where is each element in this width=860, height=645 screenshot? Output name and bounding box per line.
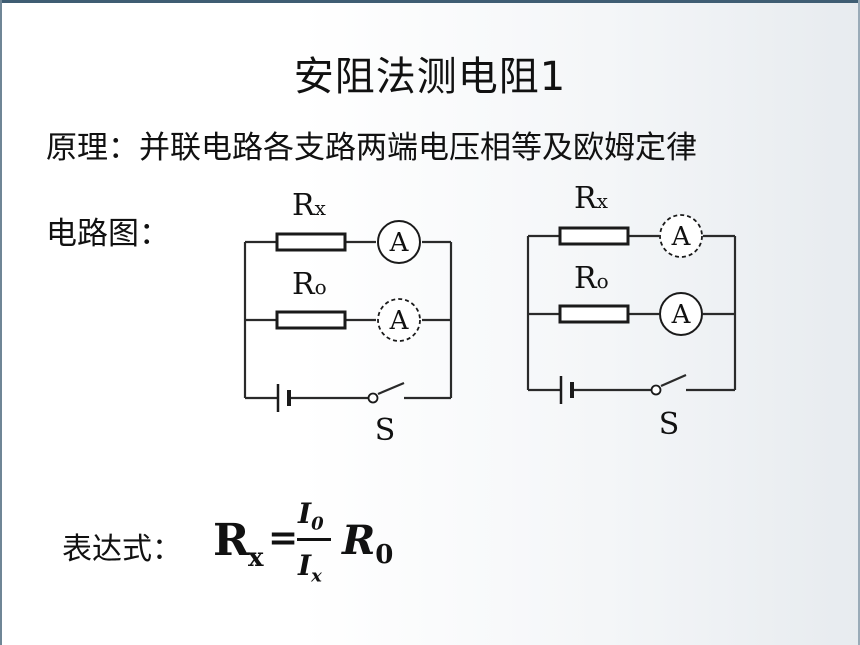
battery-2-icon [559,376,574,404]
circuit-2: A A Rx Ro S [526,181,737,442]
battery-1-icon [276,384,291,412]
formula: R x = I0 Ix R0 [213,497,413,589]
fraction-bar [297,538,331,541]
top-border [0,0,860,3]
ammeter-2-bottom-icon [659,292,703,336]
ammeter-label: A [671,300,692,330]
rx-label: Rx [292,188,327,223]
switch-2-icon [650,384,662,396]
rx-label: Rx [574,181,609,216]
formula-denominator: Ix [298,549,322,587]
resistor-r0-2 [558,304,630,324]
switch-1-icon [367,392,379,404]
resistor-rx-1 [275,232,347,252]
formula-lhs-subscript: x [248,543,264,573]
ammeter-1-top-icon [377,220,421,264]
slide-title: 安阻法测电阻1 [293,54,567,100]
formula-equals: = [268,517,299,559]
ammeter-label: A [389,228,410,258]
expression-label: 表达式： [62,532,182,567]
left-border [0,0,2,645]
r0-label: Ro [574,261,609,296]
ammeter-2-top-icon [659,214,703,258]
switch-label: S [375,413,396,448]
r0-label: Ro [292,267,327,302]
right-border [858,0,860,645]
resistor-r0-1 [275,310,347,330]
formula-numerator: I0 [298,497,324,535]
formula-lhs: R [213,515,250,566]
formula-rhs: R0 [342,517,394,570]
circuit-diagram-label: 电路图： [46,216,170,252]
ammeter-label: A [671,222,692,252]
resistor-rx-2 [558,226,630,246]
circuit-1: A A Rx Ro S [243,188,453,448]
principle-text: 原理：并联电路各支路两端电压相等及欧姆定律 [46,130,697,166]
switch-label: S [659,407,680,442]
ammeter-1-bottom-icon [377,298,421,342]
ammeter-label: A [389,306,410,336]
